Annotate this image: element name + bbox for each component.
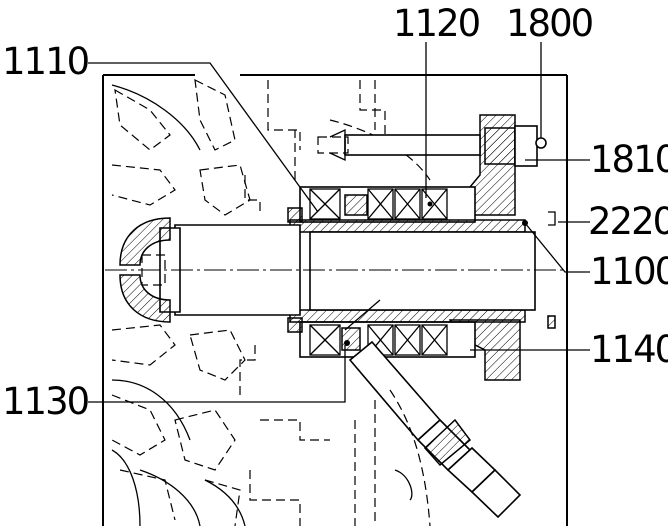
housing-outline [102,74,568,526]
label-1120: 1120 [393,2,480,45]
label-1100: 1100 [590,250,668,293]
leader-lines [88,42,590,403]
angled-fitting [344,299,522,526]
impeller-hidden-lines [111,78,251,526]
label-1130: 1130 [2,380,89,423]
upper-bearing-row [299,186,476,223]
label-1810: 1810 [590,138,668,181]
label-1110: 1110 [2,40,89,83]
tie-bolt [317,125,547,167]
lower-bearing-row [299,321,476,358]
label-2220: 2220 [588,200,668,243]
label-1800: 1800 [506,2,593,45]
label-1140: 1140 [590,328,668,371]
